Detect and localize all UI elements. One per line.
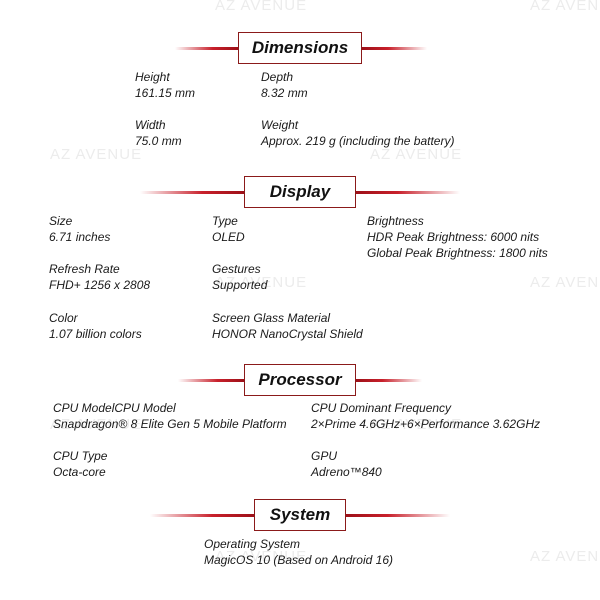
processor-cpu-model: CPU ModelCPU Model Snapdragon® 8 Elite G… [53,400,287,432]
display-refresh-rate: Refresh Rate FHD+ 1256 x 2808 [49,261,150,293]
field-label: Color [49,311,78,325]
processor-frequency: CPU Dominant Frequency 2×Prime 4.6GHz+6×… [311,400,540,432]
watermark: AZ AVENUE [215,0,308,14]
header-rule-right [356,379,422,382]
field-value: Approx. 219 g (including the battery) [261,134,455,148]
system-header: System [0,499,600,531]
display-brightness: Brightness HDR Peak Brightness: 6000 nit… [367,213,548,261]
display-size: Size 6.71 inches [49,213,110,245]
dimensions-width: Width 75.0 mm [135,117,182,149]
display-glass: Screen Glass Material HONOR NanoCrystal … [212,310,363,342]
processor-gpu: GPU Adreno™840 [311,448,382,480]
display-header: Display [0,176,600,208]
display-gestures: Gestures Supported [212,261,267,293]
header-rule-left [175,47,238,50]
field-label: Weight [261,118,299,132]
dimensions-title: Dimensions [251,38,349,57]
watermark: AZ AVENUE [215,548,308,565]
watermark: AZ AVENUE [530,274,600,291]
field-value: Global Peak Brightness: 1800 nits [367,246,548,260]
field-label: Gestures [212,262,261,276]
field-value: Supported [212,278,268,292]
header-rule-right [356,191,460,194]
field-value: FHD+ 1256 x 2808 [49,278,151,292]
watermark: AZ AVENUE [50,416,143,433]
field-value: Octa-core [53,465,106,479]
display-type: Type OLED [212,213,245,245]
watermark: AZ AVENUE [530,0,600,14]
field-label: CPU Type [53,449,108,463]
field-label: Type [212,214,238,228]
dimensions-weight: Weight Approx. 219 g (including the batt… [261,117,454,149]
dimensions-title-box: Dimensions [238,32,362,64]
display-title: Display [269,182,331,201]
watermark: AZ AVENUE [370,416,463,433]
field-label: Depth [261,70,294,84]
field-label: Brightness [367,214,424,228]
system-os: Operating System MagicOS 10 (Based on An… [204,536,393,568]
header-rule-left [140,191,244,194]
processor-cpu-type: CPU Type Octa-core [53,448,107,480]
dimensions-header: Dimensions [0,32,600,64]
field-label: Size [49,214,73,228]
field-value: 1.07 billion colors [49,327,142,341]
dimensions-depth: Depth 8.32 mm [261,69,308,101]
field-label: CPU ModelCPU Model [53,401,176,415]
field-label: Refresh Rate [49,262,120,276]
field-value: Snapdragon® 8 Elite Gen 5 Mobile Platfor… [53,417,287,431]
processor-header: Processor [0,364,600,396]
field-label: Height [135,70,170,84]
watermark: AZ AVENUE [215,274,308,291]
field-value: 8.32 mm [261,86,308,100]
field-value: HDR Peak Brightness: 6000 nits [367,230,540,244]
field-label: Width [135,118,166,132]
display-color: Color 1.07 billion colors [49,310,142,342]
system-title: System [269,505,331,524]
field-value: HONOR NanoCrystal Shield [212,327,363,341]
header-rule-right [346,514,450,517]
header-rule-left [150,514,254,517]
field-value: 161.15 mm [135,86,196,100]
field-value: MagicOS 10 (Based on Android 16) [204,553,393,567]
field-value: OLED [212,230,245,244]
field-value: 75.0 mm [135,134,182,148]
system-title-box: System [254,499,346,531]
field-value: 2×Prime 4.6GHz+6×Performance 3.62GHz [311,417,541,431]
field-label: CPU Dominant Frequency [311,401,452,415]
field-label: GPU [311,449,338,463]
field-label: Operating System [204,537,301,551]
dimensions-height: Height 161.15 mm [135,69,195,101]
header-rule-right [362,47,427,50]
watermark: AZ AVENUE [370,146,463,163]
watermark: AZ AVENUE [530,548,600,565]
watermark: AZ AVENUE [50,146,143,163]
field-value: 6.71 inches [49,230,111,244]
display-title-box: Display [244,176,356,208]
field-value: Adreno™840 [311,465,382,479]
processor-title-box: Processor [244,364,356,396]
header-rule-left [178,379,244,382]
processor-title: Processor [258,370,342,389]
field-label: Screen Glass Material [212,311,331,325]
